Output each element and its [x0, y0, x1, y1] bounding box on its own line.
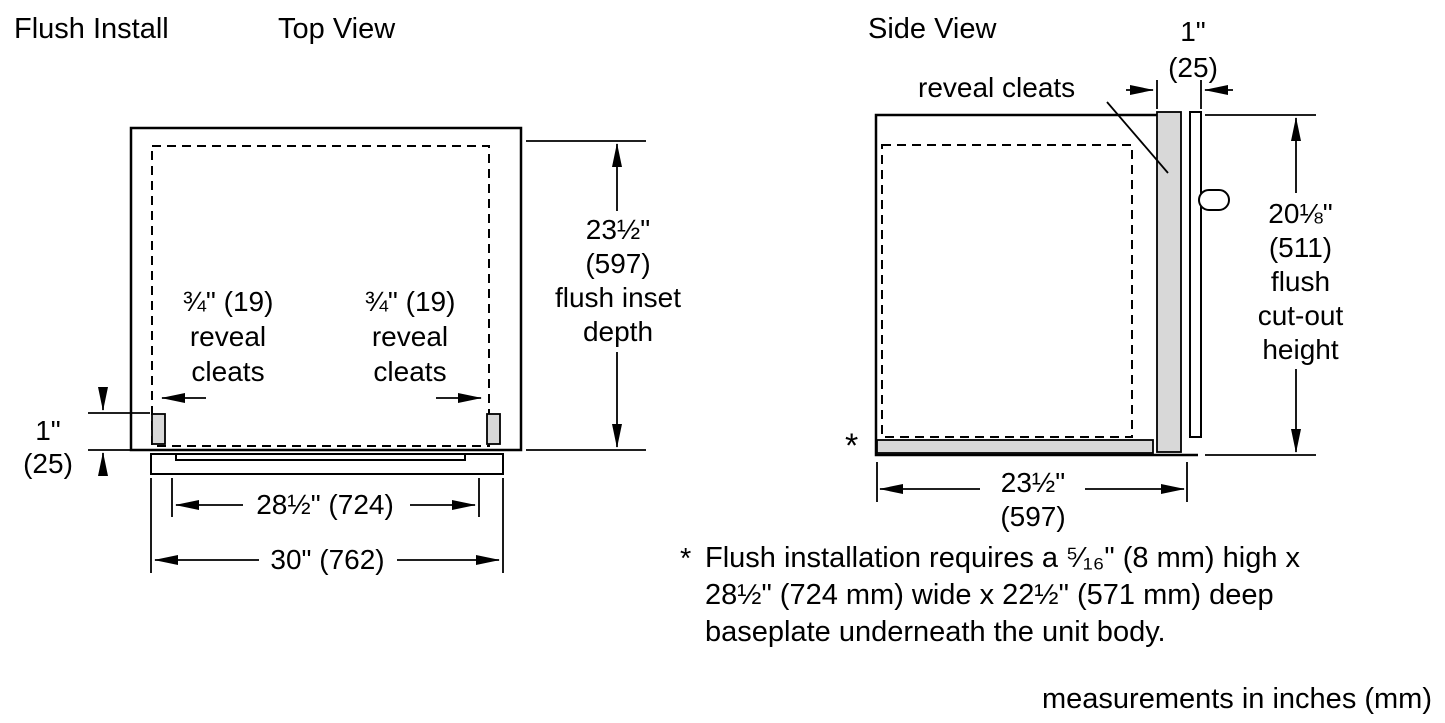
tv-right-reveal-cleat — [486, 413, 501, 445]
tv-flush-inset-dashed-outline — [151, 145, 490, 447]
sv-depth-label: 23½" (597) — [1000, 467, 1066, 532]
side-view-drawing — [874, 80, 1316, 502]
tv-cabinet-outline — [129, 126, 523, 452]
side-view-title: Side View — [868, 13, 997, 45]
top-view-title: Top View — [278, 13, 396, 45]
footnote-text: Flush installation requires a ⁵⁄₁₆" (8 m… — [705, 542, 1301, 648]
tv-door-inner-step — [175, 454, 466, 461]
tv-reveal-cleats-left-label: ¾" (19) reveal cleats — [182, 286, 274, 387]
sv-baseplate — [876, 439, 1154, 454]
footnote-asterisk: * — [680, 543, 692, 575]
sv-reveal-cleat — [1156, 111, 1182, 453]
tv-door-front — [150, 453, 504, 475]
sv-cabinet-outline — [874, 113, 1198, 457]
sv-reveal-cleats-leader — [1106, 101, 1169, 174]
sv-unit-body-dashed-outline — [881, 144, 1133, 438]
measurement-units-note: measurements in inches (mm) — [1042, 683, 1432, 715]
sv-baseplate-asterisk: * — [845, 427, 859, 465]
sv-cutout-height-label: 20⅛" (511) flush cut-out height — [1257, 198, 1344, 365]
flush-install-title: Flush Install — [14, 13, 169, 45]
tv-cleat-thickness-label: 1" (25) — [23, 415, 73, 479]
tv-reveal-cleats-right-label: ¾" (19) reveal cleats — [364, 286, 456, 387]
top-view-drawing — [88, 126, 646, 573]
sv-reveal-cleats-label: reveal cleats — [918, 72, 1076, 103]
sv-door-panel — [1189, 111, 1202, 438]
tv-inner-width-label: 28½" (724) — [256, 489, 394, 520]
tv-flush-inset-depth-label: 23½" (597) flush inset depth — [554, 214, 682, 347]
tv-left-reveal-cleat — [151, 413, 166, 445]
sv-door-handle — [1198, 189, 1230, 211]
tv-outer-width-label: 30" (762) — [270, 544, 385, 575]
sv-reveal-depth-label: 1" (25) — [1168, 16, 1218, 83]
